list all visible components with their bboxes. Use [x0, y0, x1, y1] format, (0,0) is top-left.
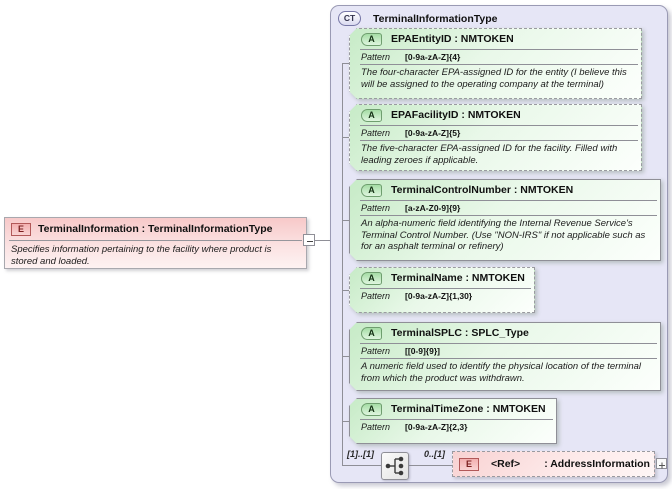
separator	[360, 358, 657, 359]
pattern-value: [a-zA-Z0-9]{9}	[405, 203, 461, 213]
separator	[360, 200, 657, 201]
tree-vline	[342, 63, 343, 465]
attribute-icon: A	[361, 272, 382, 285]
connector-line	[409, 465, 452, 466]
pattern-label: Pattern	[361, 346, 391, 356]
separator	[360, 140, 638, 141]
element-icon: E	[11, 222, 31, 236]
complex-type-header: CT TerminalInformationType	[338, 11, 497, 26]
sequence-compositor[interactable]	[381, 452, 409, 480]
tree-stub	[342, 137, 349, 138]
tree-stub	[342, 465, 381, 466]
pattern-label: Pattern	[361, 52, 391, 62]
element-icon: E	[459, 457, 479, 471]
separator	[360, 215, 657, 216]
attribute-description: The five-character EPA-assigned ID for t…	[361, 143, 618, 166]
attribute-icon: A	[361, 109, 382, 122]
plus-icon	[659, 462, 665, 469]
attribute-title: TerminalTimeZone : NMTOKEN	[391, 403, 546, 415]
attribute-header: A TerminalName : NMTOKEN	[350, 268, 534, 288]
attribute-header: A TerminalTimeZone : NMTOKEN	[350, 399, 556, 419]
pattern-row: Pattern [a-zA-Z0-9]{9}	[350, 201, 660, 215]
attribute-header: A TerminalSPLC : SPLC_Type	[350, 323, 660, 343]
minus-icon	[307, 241, 313, 242]
attribute-title: TerminalSPLC : SPLC_Type	[391, 327, 529, 339]
ref-type: : AddressInformation	[544, 458, 650, 470]
element-ref-address-information[interactable]: E <Ref> : AddressInformation	[452, 451, 655, 477]
attribute-icon: A	[361, 327, 382, 340]
separator	[360, 288, 531, 289]
pattern-row: Pattern [[0-9]{9}]	[350, 344, 660, 358]
pattern-label: Pattern	[361, 422, 391, 432]
element-title: TerminalInformation : TerminalInformatio…	[38, 223, 273, 235]
connector-line	[315, 240, 330, 241]
expand-toggle[interactable]	[656, 458, 667, 469]
tree-stub	[342, 421, 349, 422]
tree-stub	[342, 290, 349, 291]
attribute-title: TerminalName : NMTOKEN	[391, 272, 525, 284]
attribute-terminal-time-zone[interactable]: A TerminalTimeZone : NMTOKEN Pattern [0-…	[349, 398, 557, 444]
pattern-value: [[0-9]{9}]	[405, 346, 440, 356]
attribute-title: EPAEntityID : NMTOKEN	[391, 33, 514, 45]
pattern-row: Pattern [0-9a-zA-Z]{5}	[350, 126, 641, 140]
separator	[360, 343, 657, 344]
attribute-icon: A	[361, 403, 382, 416]
attribute-header: A EPAEntityID : NMTOKEN	[350, 29, 641, 49]
element-terminal-information[interactable]: E TerminalInformation : TerminalInformat…	[4, 217, 307, 269]
complex-type-title: TerminalInformationType	[373, 12, 498, 25]
attribute-icon: A	[361, 184, 382, 197]
pattern-row: Pattern [0-9a-zA-Z]{4}	[350, 50, 641, 64]
attribute-epa-entity-id[interactable]: A EPAEntityID : NMTOKEN Pattern [0-9a-zA…	[349, 28, 642, 99]
ref-name: <Ref>	[491, 458, 521, 470]
tree-stub	[342, 356, 349, 357]
pattern-value: [0-9a-zA-Z]{4}	[405, 52, 461, 62]
attribute-description: The four-character EPA-assigned ID for t…	[361, 67, 627, 90]
cardinality-ref: 0..[1]	[424, 449, 446, 459]
element-header: E TerminalInformation : TerminalInformat…	[5, 218, 306, 240]
pattern-row: Pattern [0-9a-zA-Z]{2,3}	[350, 420, 556, 434]
pattern-value: [0-9a-zA-Z]{2,3}	[405, 422, 468, 432]
attribute-header: A EPAFacilityID : NMTOKEN	[350, 105, 641, 125]
attribute-icon: A	[361, 33, 382, 46]
attribute-terminal-splc[interactable]: A TerminalSPLC : SPLC_Type Pattern [[0-9…	[349, 322, 661, 391]
attribute-epa-facility-id[interactable]: A EPAFacilityID : NMTOKEN Pattern [0-9a-…	[349, 104, 642, 171]
pattern-label: Pattern	[361, 291, 391, 301]
pattern-value: [0-9a-zA-Z]{5}	[405, 128, 461, 138]
attribute-terminal-control-number[interactable]: A TerminalControlNumber : NMTOKEN Patter…	[349, 179, 661, 261]
separator	[360, 125, 638, 126]
attribute-title: EPAFacilityID : NMTOKEN	[391, 109, 521, 121]
sequence-icon	[385, 456, 404, 476]
collapse-toggle[interactable]	[303, 234, 315, 246]
separator	[360, 419, 553, 420]
attribute-description: A numeric field used to identify the phy…	[361, 361, 642, 384]
separator	[9, 240, 302, 241]
pattern-row: Pattern [0-9a-zA-Z]{1,30}	[350, 289, 534, 303]
cardinality-parent: [1]..[1]	[347, 449, 374, 459]
complex-type-icon: CT	[338, 11, 361, 26]
tree-stub	[342, 63, 349, 64]
attribute-header: A TerminalControlNumber : NMTOKEN	[350, 180, 660, 200]
attribute-description: An alpha-numeric field identifying the I…	[361, 218, 646, 252]
separator	[360, 49, 638, 50]
separator	[360, 64, 638, 65]
element-description: Specifies information pertaining to the …	[11, 244, 272, 267]
tree-stub	[342, 220, 349, 221]
pattern-label: Pattern	[361, 203, 391, 213]
pattern-value: [0-9a-zA-Z]{1,30}	[405, 291, 473, 301]
pattern-label: Pattern	[361, 128, 391, 138]
attribute-title: TerminalControlNumber : NMTOKEN	[391, 184, 574, 196]
attribute-terminal-name[interactable]: A TerminalName : NMTOKEN Pattern [0-9a-z…	[349, 267, 535, 313]
